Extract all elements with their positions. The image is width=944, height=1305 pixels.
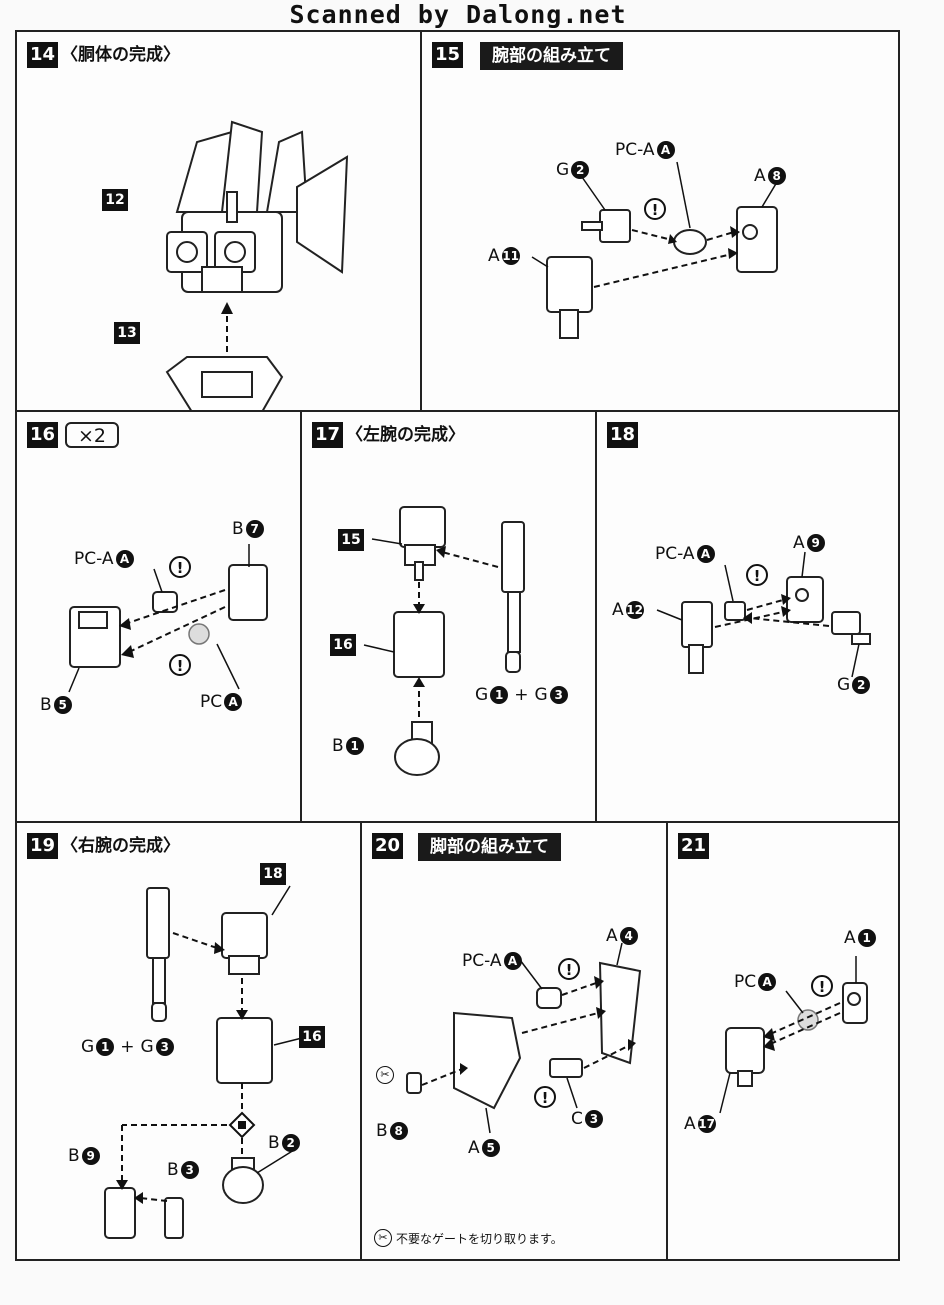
part-label-16: 16 (299, 1026, 325, 1048)
part-label-18: 18 (260, 863, 286, 885)
step-19-panel: 19 〈右腕の完成〉 (15, 821, 362, 1261)
arm-joint-illustration (68, 544, 268, 693)
step-title-banner: 腕部の組み立て (480, 42, 623, 70)
quantity-multiplier: ×2 (65, 422, 119, 448)
exclamation-circle-icon: ! (558, 958, 580, 980)
part-label-12: 12 (102, 189, 128, 211)
step-number: 18 (607, 422, 639, 448)
exclamation-circle-icon: ! (746, 564, 768, 586)
leg-joint-illustration (719, 956, 868, 1114)
exclamation-circle-icon: ! (811, 975, 833, 997)
step-title-banner: 脚部の組み立て (418, 833, 561, 861)
exclamation-circle-icon: ! (169, 654, 191, 676)
right-arm-assembly-illustration (104, 885, 303, 1239)
gate-cut-note: ✂ 不要なゲートを切り取ります。 (374, 1229, 563, 1247)
left-arm-assembly-illustration (363, 506, 525, 776)
step-number: 20 (372, 833, 404, 859)
step-14-panel: 14 〈胴体の完成〉 12 13 (15, 30, 422, 412)
part-label-13: 13 (114, 322, 140, 344)
exclamation-circle-icon: ! (169, 556, 191, 578)
step-number: 15 (432, 42, 464, 68)
step-number: 14 (27, 42, 59, 68)
arm-parts-illustration (531, 161, 778, 339)
leg-parts-illustration (406, 942, 642, 1134)
scan-watermark: Scanned by Dalong.net (289, 0, 627, 29)
exclamation-circle-icon: ! (644, 198, 666, 220)
exclamation-circle-icon: ! (534, 1086, 556, 1108)
step-number: 19 (27, 833, 59, 859)
nipper-cut-icon: ✂ (374, 1229, 392, 1247)
nipper-cut-icon: ✂ (376, 1066, 394, 1084)
part-label-15: 15 (338, 529, 364, 551)
step-title: 〈胴体の完成〉 (61, 45, 180, 65)
step-title: 〈右腕の完成〉 (61, 836, 180, 856)
step-number: 16 (27, 422, 59, 448)
part-label-16: 16 (330, 634, 356, 656)
arm-parts-illustration (656, 551, 871, 678)
step-title: 〈左腕の完成〉 (346, 425, 465, 445)
torso-assembly-illustration (165, 120, 349, 410)
step-number: 17 (312, 422, 344, 448)
step-number: 21 (678, 833, 710, 859)
